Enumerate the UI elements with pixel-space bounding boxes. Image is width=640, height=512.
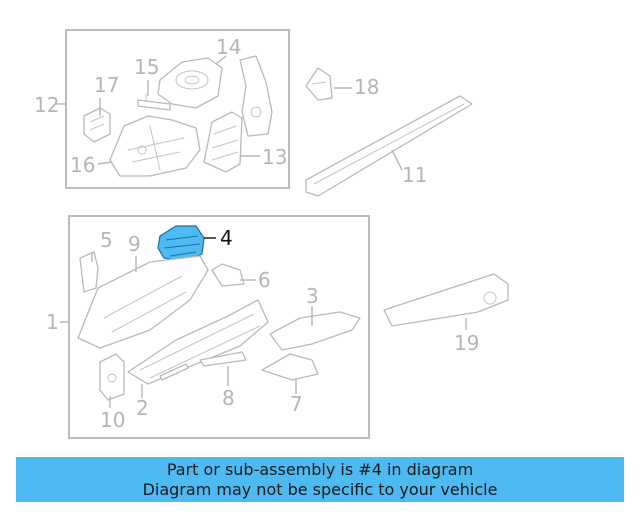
part-15[interactable] [137,94,171,111]
callout-1[interactable]: 1 [46,310,59,334]
part-2[interactable] [127,299,269,385]
part-10[interactable] [99,353,125,401]
part-3[interactable] [269,311,361,351]
part-17[interactable] [83,107,111,143]
part-14-strut[interactable] [239,55,273,137]
banner-line-2: Diagram may not be specific to your vehi… [142,479,498,499]
callout-19[interactable]: 19 [454,331,479,355]
part-16[interactable] [109,115,201,177]
part-5[interactable] [79,251,99,293]
part-13[interactable] [203,111,243,173]
callout-7[interactable]: 7 [290,392,303,416]
banner-line-1: Part or sub-assembly is #4 in diagram [166,459,474,479]
callout-9[interactable]: 9 [128,232,141,256]
part-9[interactable] [77,255,209,349]
callout-12[interactable]: 12 [34,93,59,117]
part-18[interactable] [305,67,333,101]
callout-11[interactable]: 11 [402,163,427,187]
callout-18[interactable]: 18 [354,75,379,99]
info-banner: Part or sub-assembly is #4 in diagram Di… [16,457,624,502]
callout-10[interactable]: 10 [100,408,125,432]
callout-16[interactable]: 16 [70,153,95,177]
part-8[interactable] [199,351,247,367]
part-14[interactable] [157,57,223,109]
upper-group-box [65,29,290,189]
part-4-highlighted[interactable] [157,225,205,263]
callout-5[interactable]: 5 [100,228,113,252]
callout-2[interactable]: 2 [136,396,149,420]
part-11[interactable] [305,95,473,197]
callout-8[interactable]: 8 [222,386,235,410]
part-19[interactable] [383,273,509,327]
callout-6[interactable]: 6 [258,268,271,292]
part-small-strip[interactable] [159,363,189,381]
lower-group-box [68,215,370,439]
callout-13[interactable]: 13 [262,145,287,169]
callout-14[interactable]: 14 [216,35,241,59]
part-7[interactable] [261,353,319,381]
leader-lines [56,55,467,408]
callout-17[interactable]: 17 [94,73,119,97]
part-6[interactable] [211,263,245,287]
callout-3[interactable]: 3 [306,284,319,308]
callout-4[interactable]: 4 [220,226,233,250]
callout-15[interactable]: 15 [134,55,159,79]
